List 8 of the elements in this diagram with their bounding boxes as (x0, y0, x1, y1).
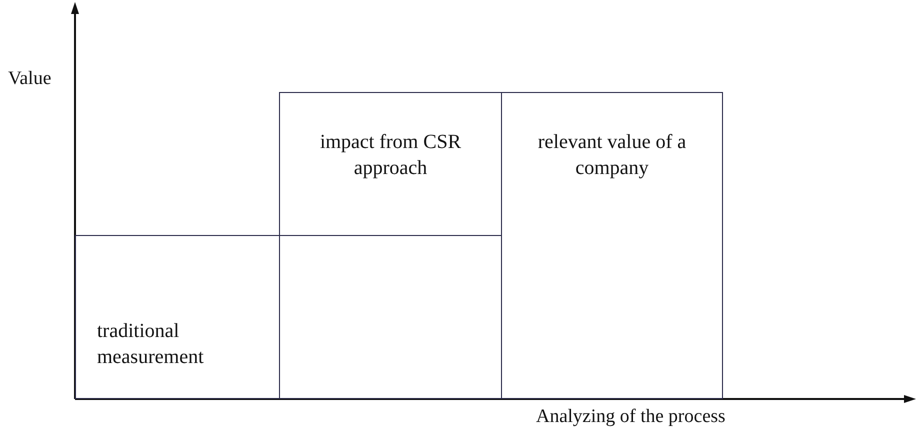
block-label: traditional measurement (97, 319, 205, 370)
block-label: impact from CSR approach (318, 130, 462, 181)
value-block (75, 235, 280, 399)
axis-label: Analyzing of the process (536, 405, 726, 429)
block-label: relevant value of a company (536, 130, 688, 181)
axis-label: Value (8, 67, 52, 91)
value-block (279, 92, 502, 236)
value-block (501, 92, 723, 399)
